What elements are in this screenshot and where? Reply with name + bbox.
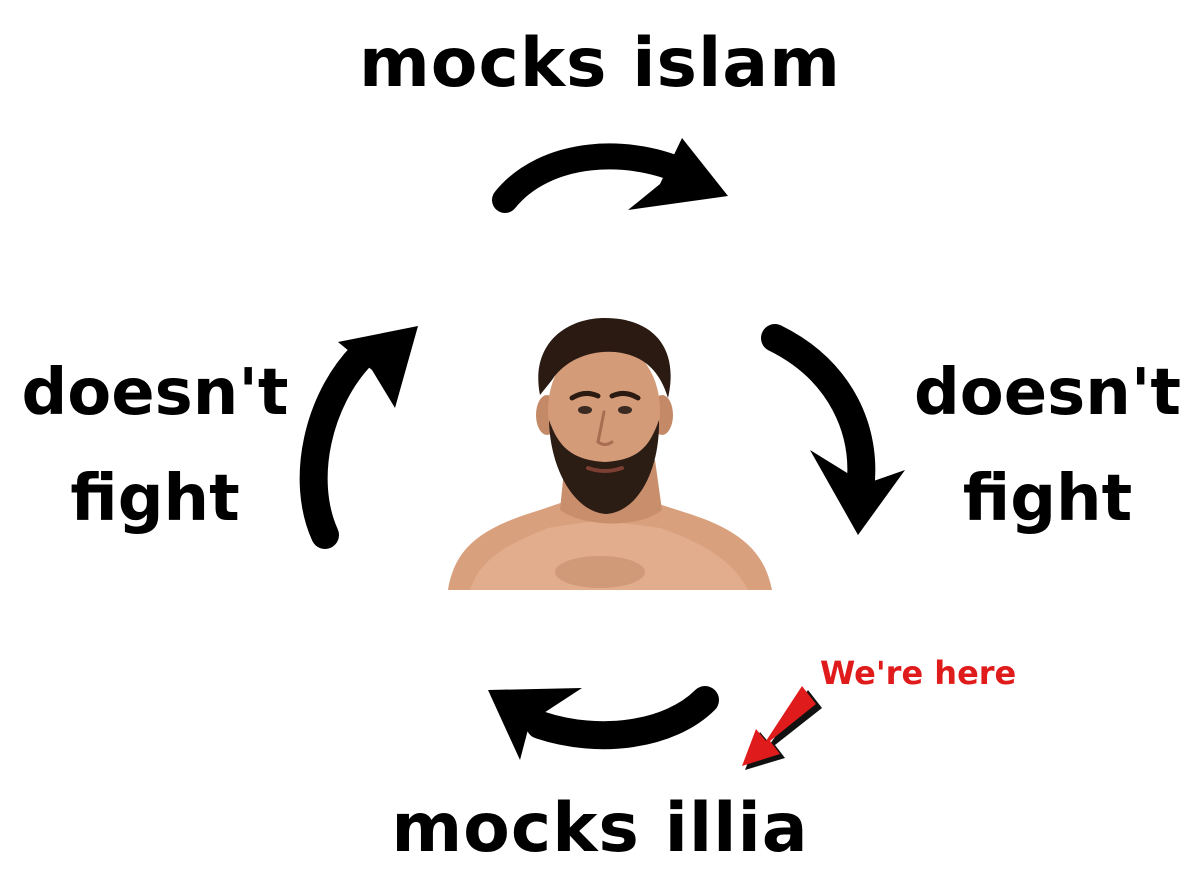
red-pointer-arrow-icon [742, 686, 822, 770]
cycle-label-right-line1: doesn't [913, 356, 1182, 430]
cycle-label-left: doesn't fight [0, 340, 310, 552]
cycle-label-right-line2: fight [962, 462, 1133, 536]
cycle-label-top: mocks islam [358, 24, 842, 103]
cycle-label-left-line2: fight [70, 462, 240, 536]
fighter-portrait [448, 318, 772, 590]
cycle-label-right: doesn't fight [895, 340, 1200, 552]
curved-arrow-icon [761, 324, 905, 535]
annotation-label: We're here [820, 654, 1017, 692]
curved-arrow-icon [492, 138, 728, 213]
cycle-label-bottom: mocks illia [391, 789, 809, 868]
curved-arrow-icon [299, 326, 418, 549]
curved-arrow-icon [488, 686, 719, 760]
cycle-label-left-line1: doesn't [21, 356, 289, 430]
